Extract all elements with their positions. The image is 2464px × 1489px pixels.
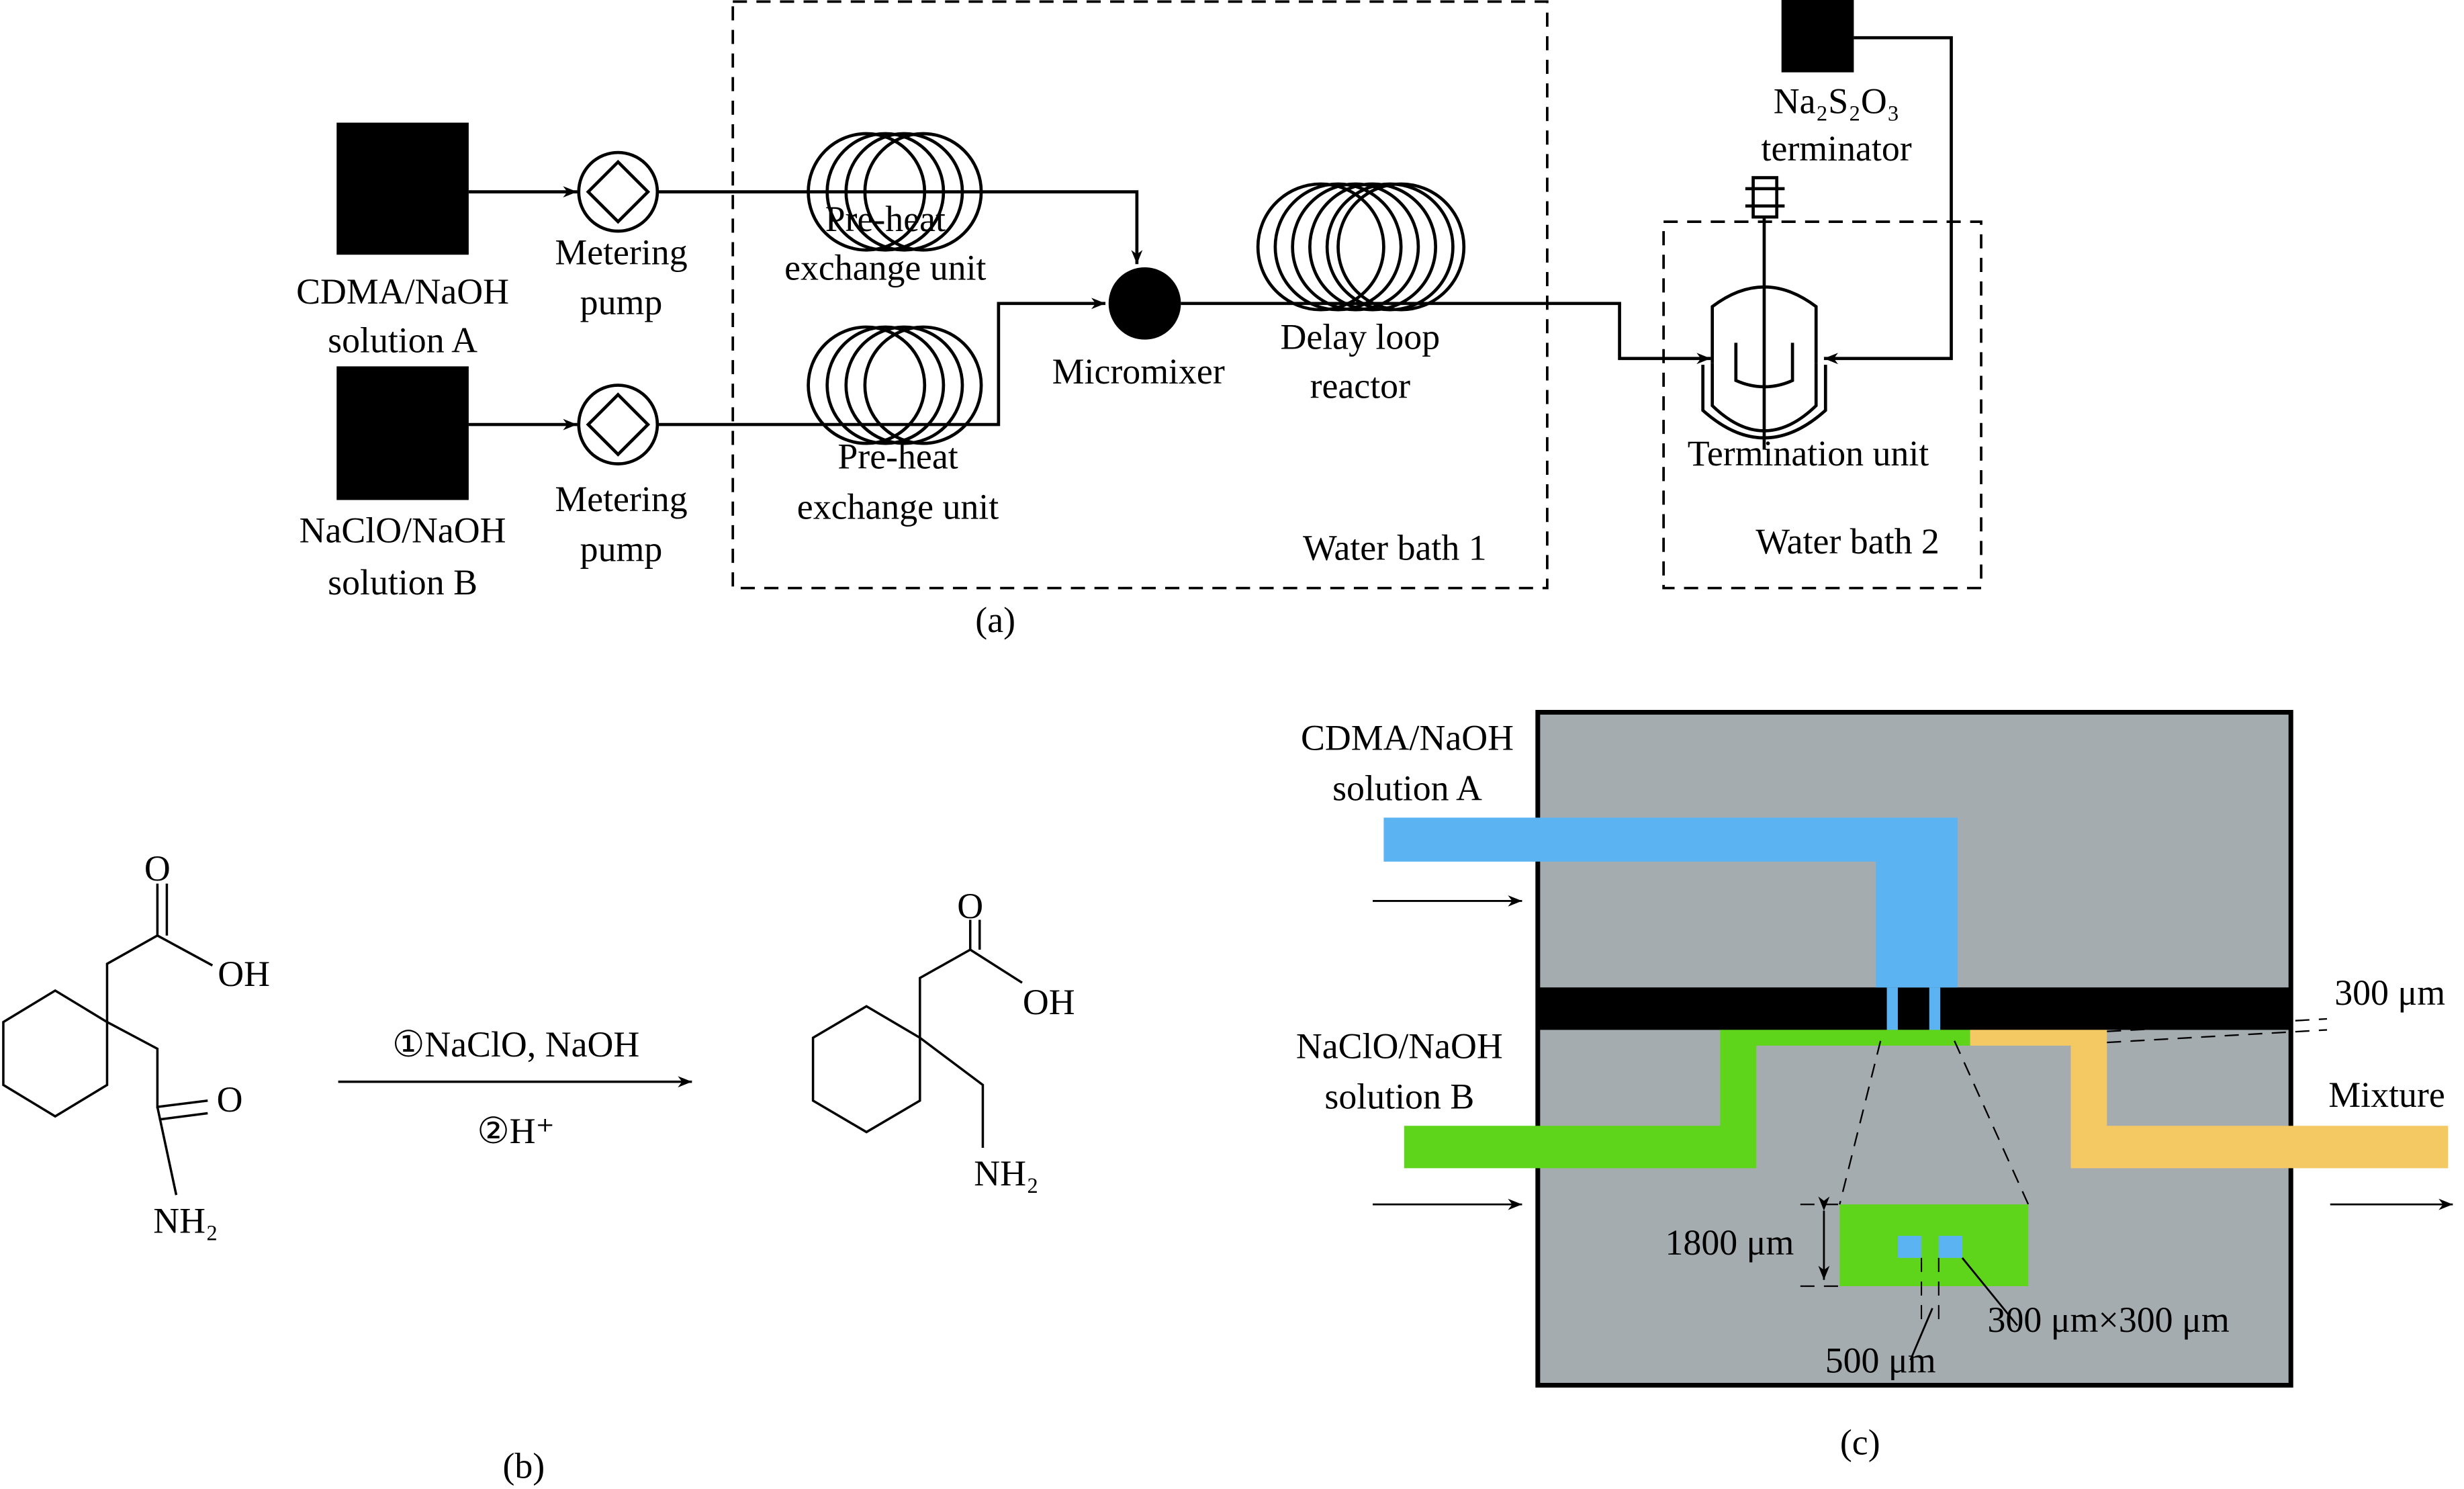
delay-loop-coil-icon <box>1256 182 1466 312</box>
feed-hole-1 <box>1886 987 1898 1032</box>
metering-pump-2-icon <box>577 383 659 465</box>
mixture-channel <box>1970 1030 2449 1169</box>
reactant-oh: OH <box>218 954 270 994</box>
separator-layer <box>1537 987 2291 1030</box>
pump-1-label-2: pump <box>580 282 663 322</box>
product-nh2: NH₂ <box>974 1153 1039 1193</box>
solution-a-channel <box>1383 817 1958 988</box>
inset-hole-1 <box>1897 1236 1922 1258</box>
solution-b-channel <box>1404 1030 1970 1169</box>
panel-b-caption: (b) <box>502 1446 545 1486</box>
preheat-2-label: Pre-heat <box>837 437 958 477</box>
stirred-vessel-icon <box>1701 176 1827 450</box>
terminator-label: terminator <box>1762 128 1912 169</box>
product-oh: OH <box>1023 982 1075 1022</box>
hole-spacing-label: 500 μm <box>1825 1341 1936 1381</box>
product-o: O <box>957 886 983 926</box>
source-b-label-2: solution B <box>328 562 477 602</box>
micromixer-label: Micromixer <box>1052 351 1225 392</box>
metering-pump-1-icon <box>577 150 659 233</box>
panel-c-caption: (c) <box>1840 1422 1880 1462</box>
product-structure <box>811 919 1023 1148</box>
panel-a: CDMA/NaOH solution A NaClO/NaOH solution… <box>296 0 1982 640</box>
micromixer-icon <box>1108 267 1181 340</box>
preheat-1-label: Pre-heat <box>825 199 946 239</box>
feed-hole-2 <box>1929 987 1941 1032</box>
inlet-b-label: NaClO/NaOH <box>1296 1026 1503 1067</box>
reactant-o: O <box>144 848 171 889</box>
condition-2: ②H⁺ <box>477 1111 555 1151</box>
delay-loop-label: Delay loop <box>1280 317 1440 357</box>
delay-loop-label-2: reactor <box>1310 365 1410 406</box>
termination-unit-label: Termination unit <box>1688 433 1929 473</box>
inlet-a-label-2: solution A <box>1332 768 1482 809</box>
layer-thickness-label: 300 μm <box>2334 973 2445 1013</box>
terminator-tank <box>1781 0 1854 73</box>
inlet-b-label-2: solution B <box>1324 1076 1474 1116</box>
panel-b: O OH O NH₂ ①NaClO, NaOH ②H⁺ O OH NH₂ (b) <box>2 848 1075 1486</box>
terminator-formula: Na₂S₂O₃ <box>1774 81 1900 122</box>
pump-2-label: Metering <box>555 479 687 519</box>
source-a-label-2: solution A <box>328 320 477 360</box>
preheat-1-label-2: exchange unit <box>784 248 986 288</box>
source-b-label: NaClO/NaOH <box>300 510 506 551</box>
water-bath-2-box <box>1662 220 1982 590</box>
panel-a-caption: (a) <box>975 600 1015 640</box>
preheat-2-label-2: exchange unit <box>797 487 999 527</box>
water-bath-2-label: Water bath 2 <box>1755 521 1940 561</box>
outlet-label: Mixture <box>2328 1075 2445 1115</box>
channel-width-label: 1800 μm <box>1666 1222 1794 1263</box>
preheat-coil-2-icon <box>807 325 983 445</box>
water-bath-1-box <box>731 0 1549 590</box>
reactant-nh2: NH₂ <box>153 1200 218 1240</box>
solution-a-tank <box>336 122 469 255</box>
inset-hole-2 <box>1938 1236 1962 1258</box>
source-a-label: CDMA/NaOH <box>296 271 509 312</box>
reactant-structure <box>2 883 214 1195</box>
pump-2-label-2: pump <box>580 529 663 570</box>
hole-size-label: 300 μm×300 μm <box>1988 1300 2230 1340</box>
solution-b-tank <box>336 366 469 500</box>
reactant-o2: O <box>217 1079 243 1120</box>
condition-1: ①NaClO, NaOH <box>392 1024 639 1065</box>
panel-c: CDMA/NaOH solution A NaClO/NaOH solution… <box>1296 709 2453 1462</box>
water-bath-1-label: Water bath 1 <box>1303 527 1487 568</box>
pump-1-label: Metering <box>555 232 687 272</box>
inset-channel-section <box>1839 1204 2029 1287</box>
inlet-a-label: CDMA/NaOH <box>1301 718 1514 758</box>
